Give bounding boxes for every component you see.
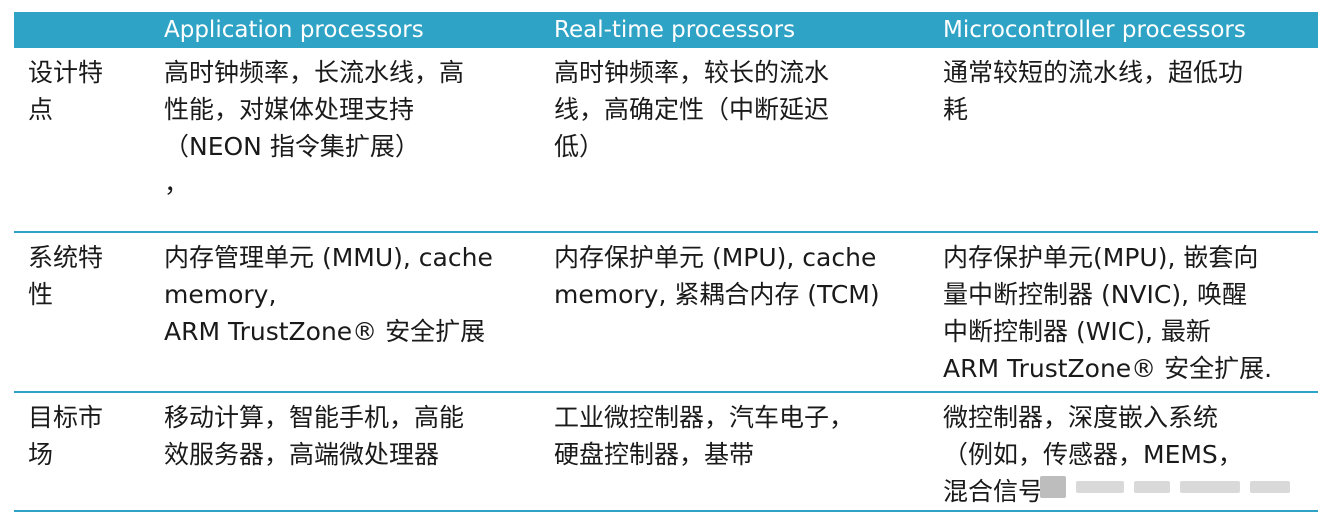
watermark-block: [1180, 481, 1240, 493]
header-cell-microcontroller: Microcontroller processors: [929, 12, 1318, 48]
table-header: Application processors Real-time process…: [14, 12, 1318, 48]
cell-line: 工业微控制器，汽车电子，: [554, 403, 855, 432]
cell-line: （例如，传感器，MEMS，: [943, 440, 1243, 469]
header-cell-empty: [14, 12, 150, 48]
cell-line: 性能，对媒体处理支持: [164, 95, 415, 124]
cell-line: 内存管理单元 (MMU), cache: [164, 243, 493, 272]
watermark-block: [1040, 476, 1066, 498]
cell-line: 高时钟频率，较长的流水: [554, 58, 830, 87]
row-label-system: 系统特性: [14, 232, 150, 393]
cell-line: 移动计算，智能手机，高能: [164, 403, 465, 432]
cell-line: 硬盘控制器，基带: [554, 440, 755, 469]
cell-line: memory, 紧耦合内存 (TCM): [554, 280, 880, 309]
watermark-block: [1134, 481, 1170, 493]
header-row: Application processors Real-time process…: [14, 12, 1318, 48]
cell-line: 混合信号: [943, 477, 1044, 506]
row-label-text: 系统特性: [28, 243, 104, 309]
cell-line: 量中断控制器 (NVIC), 唤醒: [943, 280, 1247, 309]
cell-line: ，: [164, 169, 190, 198]
watermark-overlay: [1040, 474, 1310, 500]
cell-design-application: 高时钟频率，长流水线，高 性能，对媒体处理支持 （NEON 指令集扩展） ，: [150, 48, 540, 233]
row-label-text: 目标市场: [28, 403, 104, 469]
row-label-text: 设计特点: [28, 58, 104, 124]
table-row-design: 设计特点 高时钟频率，长流水线，高 性能，对媒体处理支持 （NEON 指令集扩展…: [14, 48, 1318, 233]
watermark-block: [1250, 481, 1290, 493]
cell-line: 内存保护单元(MPU), 嵌套向: [943, 243, 1259, 272]
cell-system-application: 内存管理单元 (MMU), cache memory, ARM TrustZon…: [150, 232, 540, 393]
table-body: 设计特点 高时钟频率，长流水线，高 性能，对媒体处理支持 （NEON 指令集扩展…: [14, 48, 1318, 512]
cell-line: memory,: [164, 280, 277, 309]
cell-line: 通常较短的流水线，超低功: [943, 58, 1244, 87]
cell-design-microcontroller: 通常较短的流水线，超低功 耗: [929, 48, 1318, 233]
cell-system-microcontroller: 内存保护单元(MPU), 嵌套向 量中断控制器 (NVIC), 唤醒 中断控制器…: [929, 232, 1318, 393]
row-label-design: 设计特点: [14, 48, 150, 233]
cell-line: 中断控制器 (WIC), 最新: [943, 317, 1211, 346]
cell-line: 耗: [943, 95, 969, 124]
cell-line: （NEON 指令集扩展）: [164, 132, 420, 161]
row-label-market: 目标市场: [14, 392, 150, 512]
processor-comparison-table-wrap: Application processors Real-time process…: [14, 12, 1318, 512]
watermark-block: [1076, 481, 1124, 493]
cell-line: 线，高确定性（中断延迟: [554, 95, 830, 124]
cell-line: 低）: [554, 132, 605, 161]
cell-line: 微控制器，深度嵌入系统: [943, 403, 1219, 432]
cell-line: ARM TrustZone® 安全扩展.: [943, 354, 1273, 383]
header-cell-realtime: Real-time processors: [540, 12, 929, 48]
cell-line: ARM TrustZone® 安全扩展: [164, 317, 486, 346]
cell-market-realtime: 工业微控制器，汽车电子， 硬盘控制器，基带: [540, 392, 929, 512]
cell-line: 内存保护单元 (MPU), cache: [554, 243, 877, 272]
cell-line: 高时钟频率，长流水线，高: [164, 58, 465, 87]
cell-market-application: 移动计算，智能手机，高能 效服务器，高端微处理器: [150, 392, 540, 512]
cell-line: 效服务器，高端微处理器: [164, 440, 440, 469]
table-row-system: 系统特性 内存管理单元 (MMU), cache memory, ARM Tru…: [14, 232, 1318, 393]
header-cell-application: Application processors: [150, 12, 540, 48]
cell-system-realtime: 内存保护单元 (MPU), cache memory, 紧耦合内存 (TCM): [540, 232, 929, 393]
cell-design-realtime: 高时钟频率，较长的流水 线，高确定性（中断延迟 低）: [540, 48, 929, 233]
processor-comparison-table: Application processors Real-time process…: [14, 12, 1318, 512]
